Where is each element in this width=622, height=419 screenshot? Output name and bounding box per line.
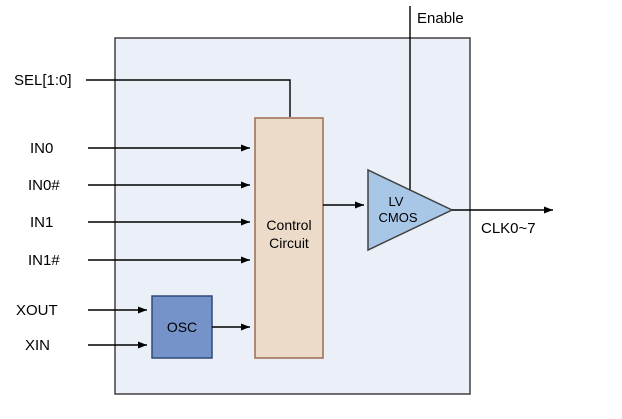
in0-label: IN0 [30,140,53,157]
sel-label: SEL[1:0] [14,72,72,89]
in0b-label: IN0# [28,177,60,194]
xout-label: XOUT [16,302,58,319]
control-circuit-block [254,117,324,359]
clk-output-label: CLK0~7 [481,220,536,237]
control-block-label-line1: Control [266,217,311,233]
in1-label: IN1 [30,214,53,231]
enable-label: Enable [417,10,464,27]
lvcmos-buffer-triangle [367,168,454,252]
buffer-label-line1: LV [389,194,404,209]
sel-line [86,79,291,117]
buffer-label-line2: CMOS [379,210,418,225]
osc-block [151,295,213,359]
osc-block-label: OSC [167,319,197,335]
control-block-label-line2: Circuit [269,235,309,251]
in1b-label: IN1# [28,252,60,269]
xin-label: XIN [25,337,50,354]
